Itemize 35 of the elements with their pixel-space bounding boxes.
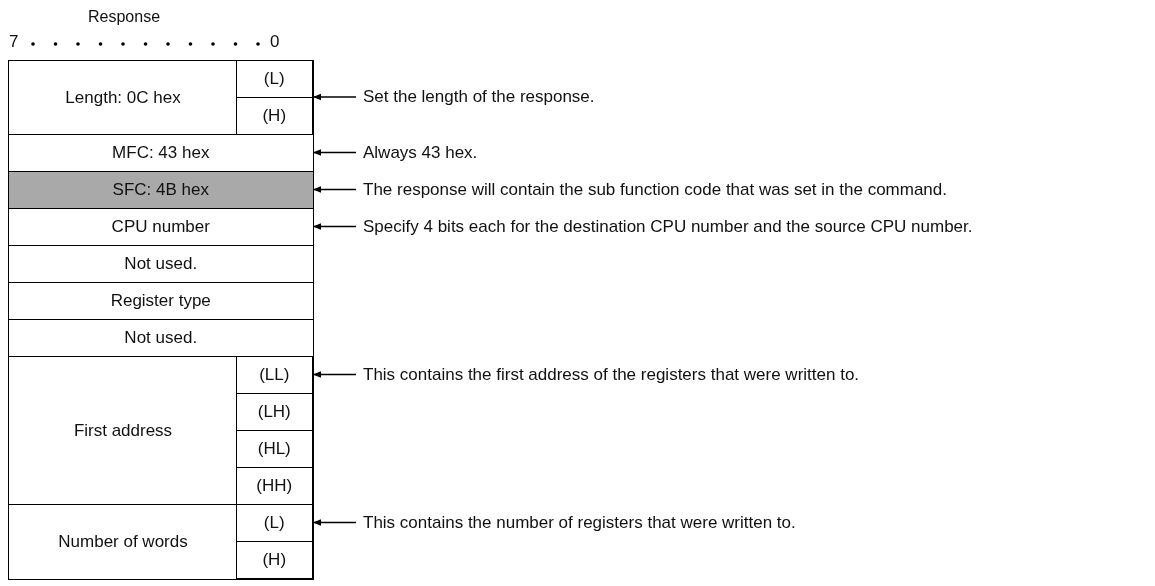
annotation-text: Always 43 hex. [356, 142, 478, 163]
byte-cell: (LL) [235, 355, 313, 394]
arrow [312, 371, 357, 378]
byte-cell: (H) [235, 96, 313, 135]
field-row [8, 356, 314, 506]
field-row [8, 60, 314, 136]
byte-cell: (LH) [235, 392, 313, 431]
bit-number: 0 [270, 32, 280, 52]
field-name: First address [72, 420, 174, 441]
arrow [312, 519, 357, 526]
arrow [312, 149, 357, 156]
bit-number: 7 [9, 32, 19, 52]
field-name: Length: 0C hex [64, 87, 182, 108]
field-cell: Register type [8, 282, 314, 321]
byte-cell: (L) [235, 59, 313, 98]
byte-cell: (HH) [235, 466, 313, 505]
byte-cell: (H) [235, 540, 313, 579]
arrow [312, 186, 357, 193]
annotation-text: Specify 4 bits each for the destination CPU number and the source CPU number. [356, 216, 973, 237]
field-cell: MFC: 43 hex [8, 134, 314, 173]
annotation-text: The response will contain the sub function code that was set in the command. [356, 179, 947, 200]
field-cell: Not used. [8, 245, 314, 284]
annotation-text: This contains the first address of the registers that were written to. [356, 364, 860, 385]
byte-cell: (HL) [235, 429, 313, 468]
field-name: Number of words [57, 531, 189, 552]
byte-cell: (L) [235, 503, 313, 542]
field-cell: CPU number [8, 208, 314, 247]
title: Response [88, 8, 161, 26]
field-cell: SFC: 4B hex [8, 171, 314, 210]
annotation-text: This contains the number of registers that were written to. [356, 512, 796, 533]
arrow [312, 93, 357, 101]
arrow [312, 223, 357, 230]
field-cell: Not used. [8, 319, 314, 358]
annotation-text: Set the length of the response. [356, 87, 595, 107]
field-row [8, 504, 314, 580]
